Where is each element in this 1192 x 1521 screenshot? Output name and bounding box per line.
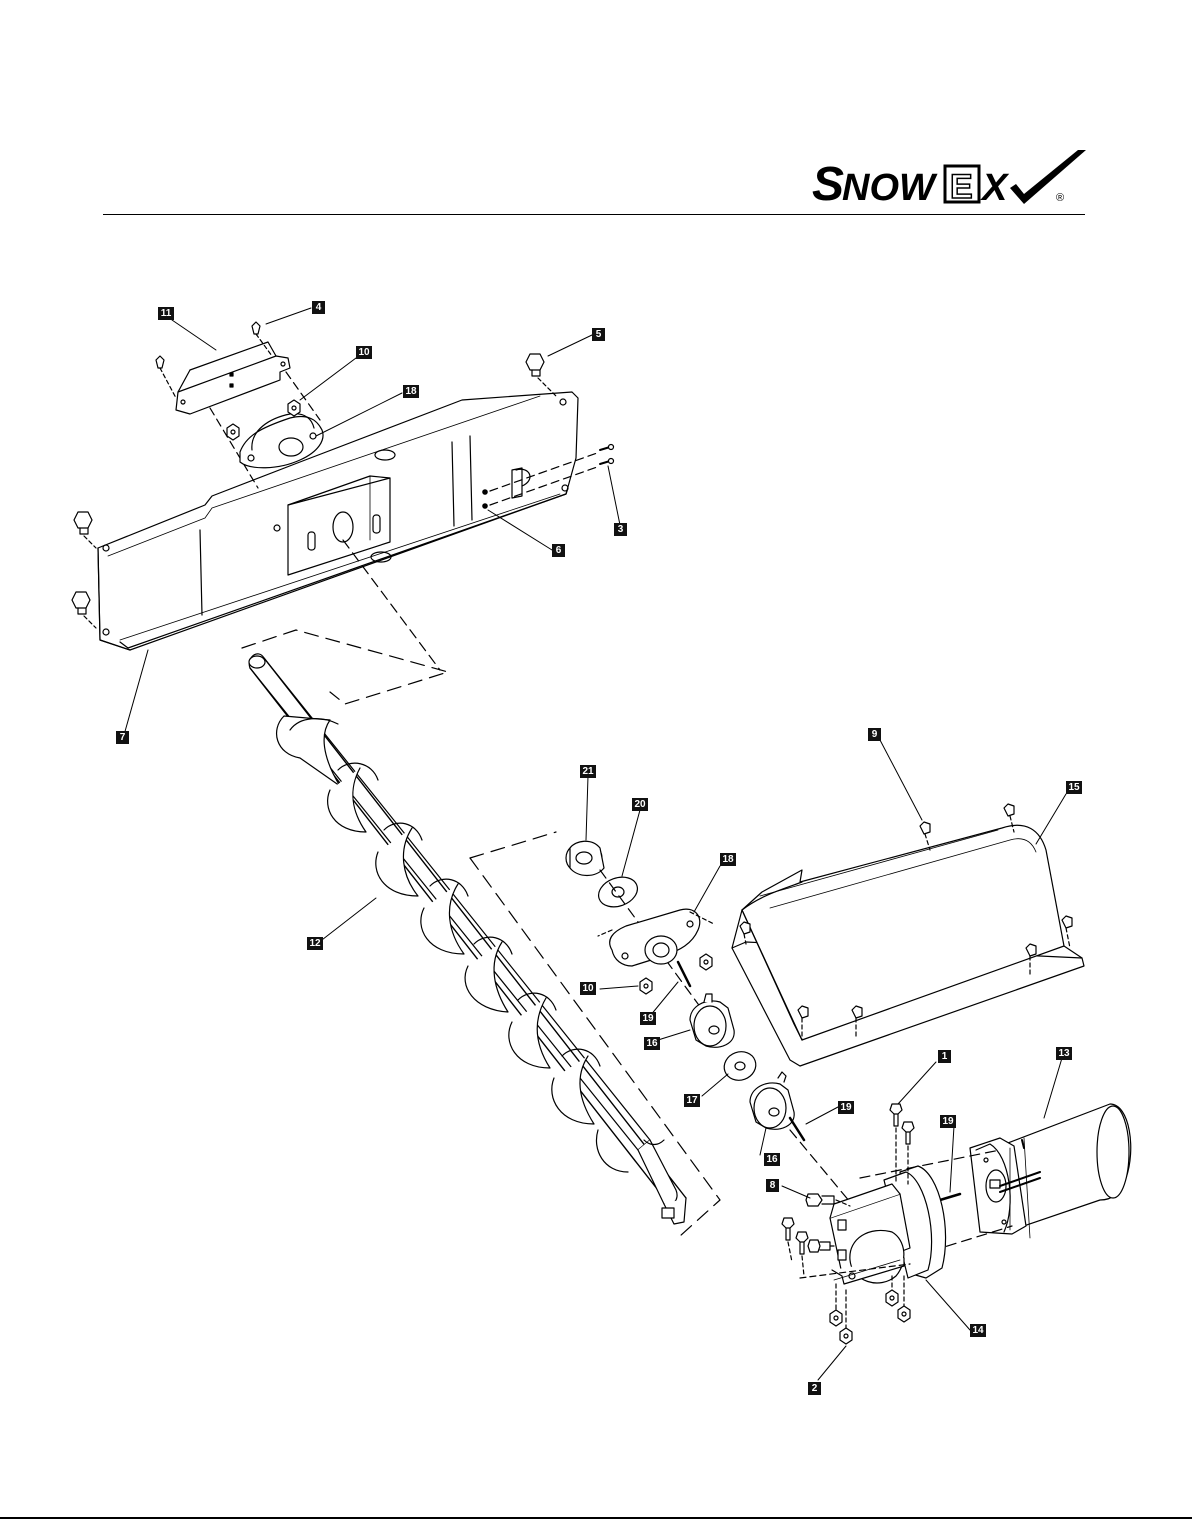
flange-bearing-lower bbox=[598, 909, 714, 994]
bolt-5-left-upper bbox=[74, 512, 96, 548]
callout-9: 9 bbox=[868, 728, 881, 741]
callout-10-bottom: 10 bbox=[580, 982, 596, 995]
callout-12: 12 bbox=[307, 937, 323, 950]
motor bbox=[970, 1104, 1131, 1238]
flange-bearing-upper bbox=[227, 400, 323, 468]
callout-11: 11 bbox=[158, 307, 174, 320]
bolt-5-right bbox=[526, 354, 556, 396]
callout-18-top: 18 bbox=[403, 385, 419, 398]
callout-4: 4 bbox=[312, 301, 325, 314]
callout-15: 15 bbox=[1066, 781, 1082, 794]
callout-19-motor: 19 bbox=[940, 1115, 956, 1128]
key-19-motor bbox=[940, 1194, 960, 1200]
callout-16-lower: 16 bbox=[764, 1153, 780, 1166]
callout-7: 7 bbox=[116, 731, 129, 744]
callout-18-bottom: 18 bbox=[720, 853, 736, 866]
callout-3: 3 bbox=[614, 523, 627, 536]
callout-10-top: 10 bbox=[356, 346, 372, 359]
callout-21: 21 bbox=[580, 765, 596, 778]
footer-rule bbox=[0, 1517, 1192, 1519]
callout-14: 14 bbox=[970, 1324, 986, 1337]
callout-1: 1 bbox=[938, 1050, 951, 1063]
collar-16-lower bbox=[750, 1072, 804, 1140]
nuts-2 bbox=[830, 1276, 910, 1344]
callout-13: 13 bbox=[1056, 1047, 1072, 1060]
callout-19-mid: 19 bbox=[838, 1101, 854, 1114]
callout-8: 8 bbox=[766, 1179, 779, 1192]
washer-20 bbox=[594, 872, 641, 912]
callout-17: 17 bbox=[684, 1094, 700, 1107]
hidden-outline-lower-top bbox=[470, 832, 556, 858]
callout-20: 20 bbox=[632, 798, 648, 811]
bushing-21 bbox=[566, 841, 604, 875]
spinner-cover bbox=[730, 804, 1084, 1066]
callout-2: 2 bbox=[808, 1382, 821, 1395]
callout-6: 6 bbox=[552, 544, 565, 557]
shaft-axis-line-upper bbox=[343, 540, 440, 670]
callout-19-upper: 19 bbox=[640, 1012, 656, 1025]
callout-16-upper: 16 bbox=[644, 1037, 660, 1050]
bolt-5-left-lower bbox=[72, 592, 96, 628]
gearbox bbox=[830, 1166, 946, 1284]
callout-5: 5 bbox=[592, 328, 605, 341]
washer-17 bbox=[720, 1047, 760, 1084]
